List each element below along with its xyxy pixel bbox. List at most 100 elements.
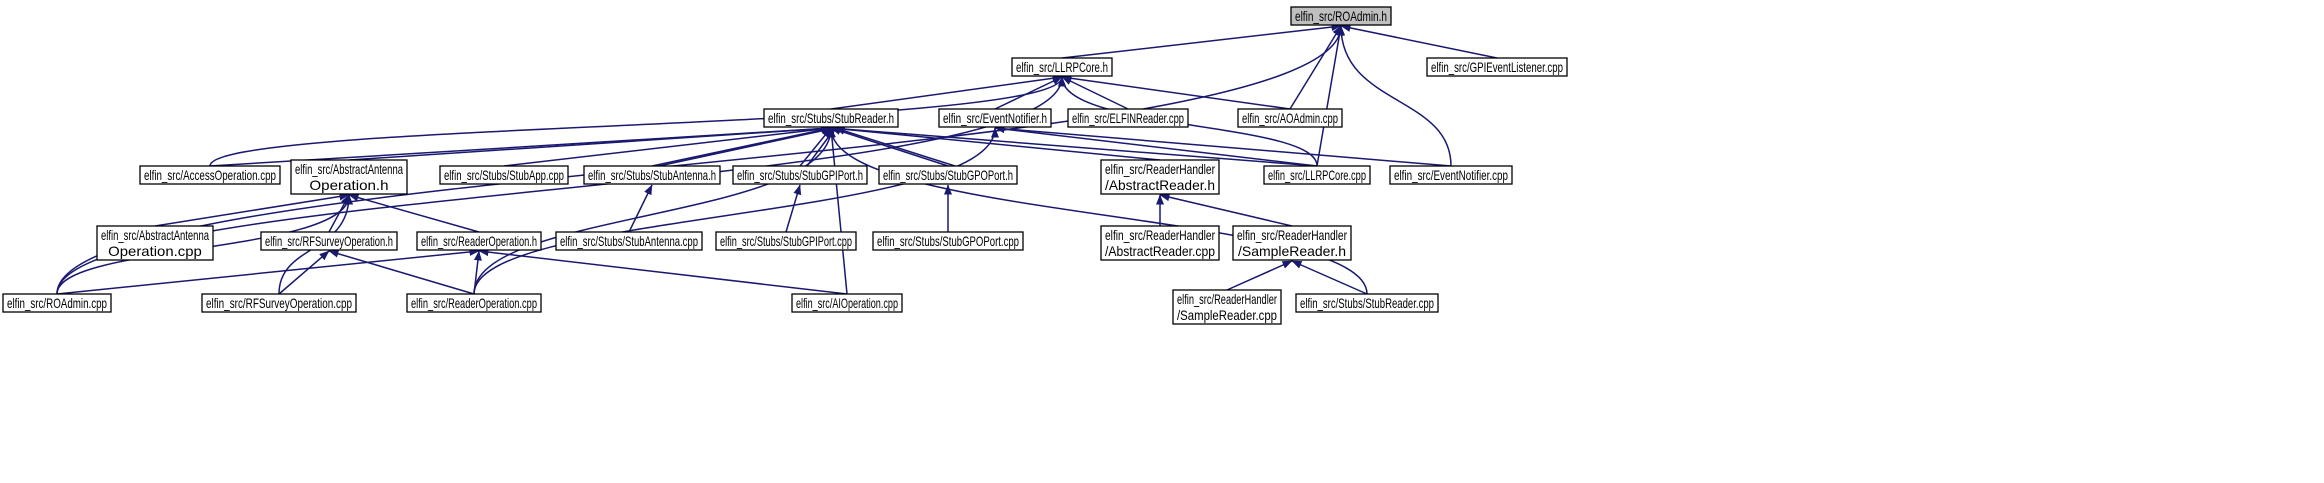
node-stubreader-h[interactable]: elfin_src/Stubs/StubReader.h [763,108,899,128]
node-stubgpoport-h[interactable]: elfin_src/Stubs/StubGPOPort.h [878,165,1018,185]
node-label: /AbstractReader.cpp [1105,243,1215,259]
node-label: elfin_src/AIOperation.cpp [796,295,898,311]
dependency-edge [1061,74,1291,110]
dependency-edge [1061,23,1342,59]
node-box [583,165,721,185]
node-stubantenna-h[interactable]: elfin_src/Stubs/StubAntenna.h [583,165,721,185]
node-box [416,231,542,251]
dependency-edge [1337,25,1452,167]
node-box [406,293,542,313]
node-accessoperation-cpp[interactable]: elfin_src/AccessOperation.cpp [139,165,281,185]
node-label: elfin_src/ReaderHandler [1105,161,1215,177]
node-label: elfin_src/Stubs/StubAntenna.cpp [560,233,698,249]
dependency-edge [830,74,1063,110]
dependency-edge [834,127,956,167]
node-rfsurveyop-cpp[interactable]: elfin_src/RFSurveyOperation.cpp [201,293,357,313]
dependency-edge [1226,260,1293,291]
node-label: elfin_src/Stubs/StubGPOPort.cpp [877,233,1019,249]
node-abstractreader-cpp[interactable]: elfin_src/ReaderHandler/AbstractReader.c… [1100,225,1220,261]
dependency-edge [785,184,802,233]
dependency-edge [473,250,482,295]
node-label: elfin_src/RFSurveyOperation.cpp [206,295,352,311]
node-label: elfin_src/ReaderOperation.h [421,233,537,249]
dependency-edge [994,125,1318,167]
dependency-edge [830,124,1161,161]
node-llrpcore-cpp[interactable]: elfin_src/LLRPCore.cpp [1263,165,1371,185]
node-label: elfin_src/AbstractAntenna [101,227,209,243]
node-label: elfin_src/ReaderOperation.cpp [411,295,537,311]
dependency-edge [628,184,653,233]
node-samplereader-h[interactable]: elfin_src/ReaderHandler/SampleReader.h [1232,225,1352,261]
node-llrpcore-h[interactable]: elfin_src/LLRPCore.h [1011,57,1113,77]
node-elfinreader-cpp[interactable]: elfin_src/ELFINReader.cpp [1067,108,1189,128]
node-label: elfin_src/AccessOperation.cpp [144,167,276,183]
node-stubantenna-cpp[interactable]: elfin_src/Stubs/StubAntenna.cpp [555,231,703,251]
dependency-edge [348,193,480,233]
node-label: elfin_src/LLRPCore.cpp [1268,167,1366,183]
node-label: elfin_src/AOAdmin.cpp [1242,110,1338,126]
node-label: Operation.h [309,177,388,193]
dependency-edge [56,247,480,295]
node-eventnotifier-h[interactable]: elfin_src/EventNotifier.h [938,108,1052,128]
dependency-edge [478,248,848,295]
node-box [201,293,357,313]
node-box [439,165,569,185]
node-label: elfin_src/ROAdmin.cpp [7,295,107,311]
node-label: /SampleReader.h [1238,243,1346,259]
node-box [96,225,214,261]
node-label: elfin_src/ELFINReader.cpp [1072,110,1184,126]
node-samplereader-cpp[interactable]: elfin_src/ReaderHandler/SampleReader.cpp [1172,289,1282,325]
node-label: elfin_src/EventNotifier.cpp [1394,167,1508,183]
node-box [1295,293,1439,313]
node-box [290,159,408,195]
node-label: elfin_src/Stubs/StubGPIPort.cpp [720,233,852,249]
node-stubgpiport-h[interactable]: elfin_src/Stubs/StubGPIPort.h [732,165,868,185]
node-aioperation-cpp[interactable]: elfin_src/AIOperation.cpp [791,293,903,313]
dependency-edge [209,76,1066,167]
node-eventnotifier-cpp[interactable]: elfin_src/EventNotifier.cpp [1389,165,1513,185]
dependency-edge [1340,23,1498,59]
node-box [1232,225,1352,261]
node-gpieventlistener-cpp[interactable]: elfin_src/GPIEventListener.cpp [1426,57,1568,77]
dependency-edge [1316,25,1344,167]
dependency-edge [651,126,832,167]
dependency-edge [827,127,848,295]
dependency-edge [827,127,1368,295]
node-label: Operation.cpp [108,243,202,259]
dependency-edge [994,76,1063,110]
node-label: elfin_src/RFSurveyOperation.h [265,233,393,249]
node-box [1290,6,1392,26]
node-box [2,293,112,313]
node-stubapp-cpp[interactable]: elfin_src/Stubs/StubApp.cpp [439,165,569,185]
node-abstractreader-h[interactable]: elfin_src/ReaderHandler/AbstractReader.h [1100,159,1220,195]
node-box [791,293,903,313]
node-stubreader-cpp[interactable]: elfin_src/Stubs/StubReader.cpp [1295,293,1439,313]
dependency-edge [278,250,330,295]
node-box [1100,159,1220,195]
dependency-edge [473,127,999,295]
node-label: elfin_src/Stubs/StubReader.cpp [1300,295,1434,311]
node-roadmin-h[interactable]: elfin_src/ROAdmin.h [1290,6,1392,26]
node-box [1011,57,1113,77]
node-rfsurveyop-h[interactable]: elfin_src/RFSurveyOperation.h [260,231,398,251]
node-label: /AbstractReader.h [1105,177,1215,193]
node-box [878,165,1018,185]
node-label: /SampleReader.cpp [1177,307,1277,323]
node-roadmin-cpp[interactable]: elfin_src/ROAdmin.cpp [2,293,112,313]
dependency-edge [348,124,832,161]
node-box [1426,57,1568,77]
node-box [1263,165,1371,185]
node-aoadmin-cpp[interactable]: elfin_src/AOAdmin.cpp [1237,108,1343,128]
node-box [1389,165,1513,185]
node-stubgpiport-cpp[interactable]: elfin_src/Stubs/StubGPIPort.cpp [715,231,857,251]
dependency-edge [1291,260,1368,295]
node-stubgpoport-cpp[interactable]: elfin_src/Stubs/StubGPOPort.cpp [872,231,1024,251]
dependency-edge [830,127,949,167]
node-readerop-cpp[interactable]: elfin_src/ReaderOperation.cpp [406,293,542,313]
node-readerop-h[interactable]: elfin_src/ReaderOperation.h [416,231,542,251]
node-box [1067,108,1189,128]
node-label: elfin_src/Stubs/StubApp.cpp [444,167,564,183]
